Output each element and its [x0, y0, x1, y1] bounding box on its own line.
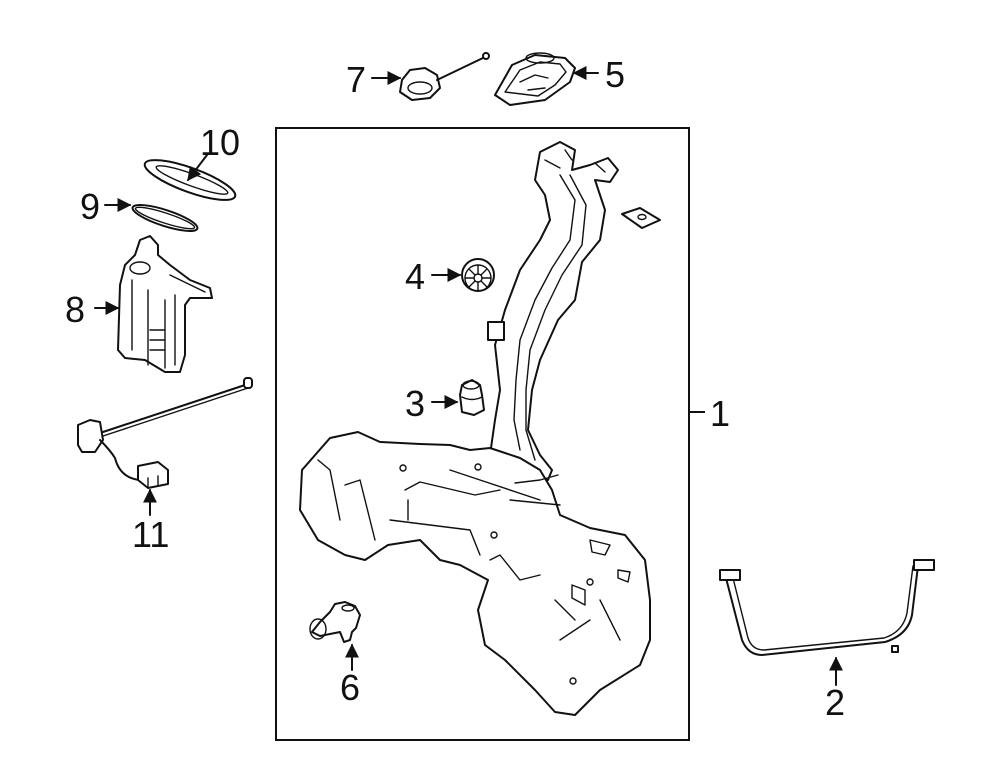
tank-strap	[719, 559, 935, 656]
callout-11[interactable]: 11	[132, 514, 169, 555]
filler-neck	[487, 141, 661, 481]
callout-1[interactable]: 1	[710, 393, 730, 434]
grommet	[461, 258, 495, 292]
callout-10[interactable]: 10	[200, 122, 240, 163]
callout-8[interactable]: 8	[65, 289, 85, 330]
callout-6[interactable]: 6	[340, 667, 360, 708]
fuel-tank	[299, 431, 651, 716]
leader-10	[187, 154, 208, 182]
callout-2[interactable]: 2	[825, 682, 845, 723]
callout-3[interactable]: 3	[405, 383, 425, 424]
callout-5[interactable]: 5	[605, 54, 625, 95]
callout-9[interactable]: 9	[80, 186, 100, 227]
callout-4[interactable]: 4	[405, 256, 425, 297]
fuel-cap-tether	[399, 52, 490, 101]
pressure-sensor	[309, 601, 361, 643]
callout-7[interactable]: 7	[346, 59, 366, 100]
seal-ring	[131, 204, 199, 232]
access-cover	[494, 52, 576, 106]
fuel-level-sender	[77, 377, 253, 489]
assembly-frame	[275, 127, 690, 741]
fuel-pump-module	[117, 235, 213, 373]
plug	[459, 379, 485, 416]
